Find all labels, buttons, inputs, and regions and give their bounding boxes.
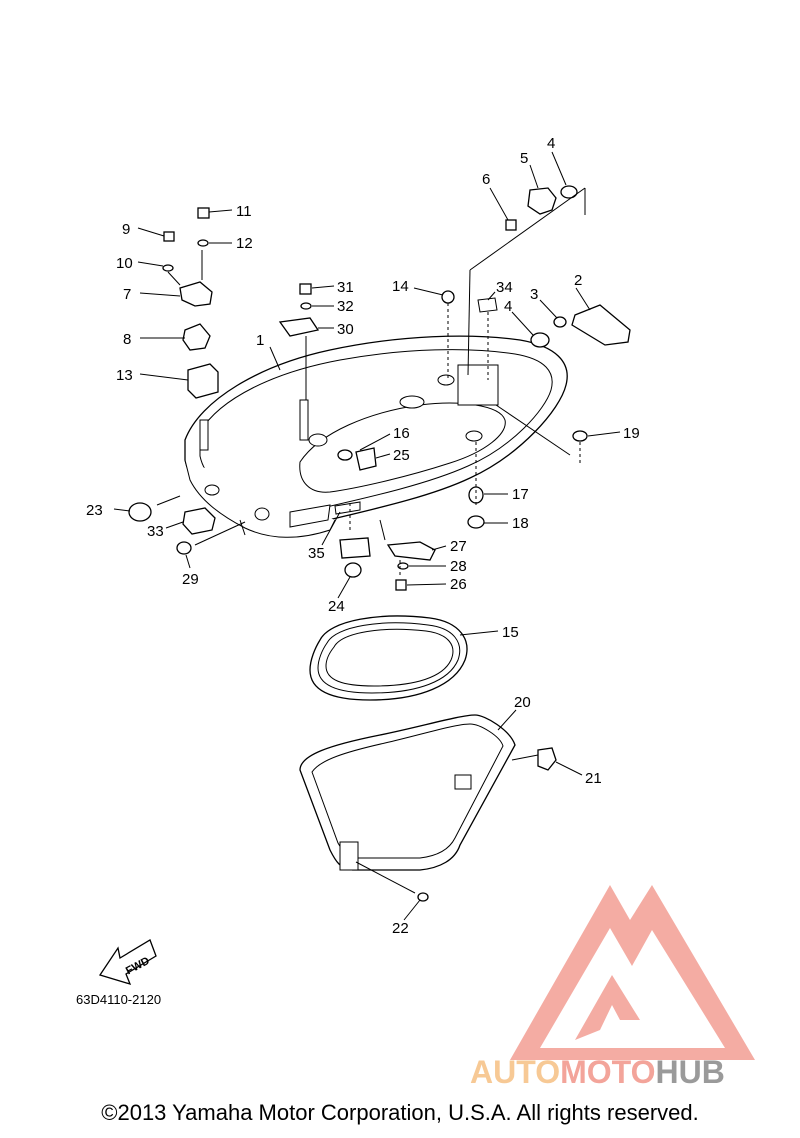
watermark-moto: MOTO — [560, 1054, 656, 1090]
lower-pan — [299, 714, 516, 871]
callout-12: 12 — [236, 235, 253, 252]
callout-4-upper: 4 — [547, 135, 555, 152]
callout-17: 17 — [512, 486, 529, 503]
copyright-notice: ©2013 Yamaha Motor Corporation, U.S.A. A… — [101, 1100, 699, 1125]
callout-32: 32 — [337, 298, 354, 315]
callout-1: 1 — [256, 332, 264, 349]
callout-14: 14 — [392, 278, 409, 295]
callout-9: 9 — [122, 221, 130, 238]
callout-13: 13 — [116, 367, 133, 384]
callout-3: 3 — [530, 286, 538, 303]
callout-10: 10 — [116, 255, 133, 272]
callout-20: 20 — [514, 694, 531, 711]
automotohub-logo-icon — [510, 885, 755, 1060]
callout-24: 24 — [328, 598, 345, 615]
callout-28: 28 — [450, 558, 467, 575]
watermark-auto: AUTO — [470, 1054, 561, 1090]
callout-4-lower: 4 — [504, 298, 512, 315]
fwd-arrow-icon: FWD — [98, 939, 157, 986]
callout-29: 29 — [182, 571, 199, 588]
callout-27: 27 — [450, 538, 467, 555]
callout-8: 8 — [123, 331, 131, 348]
callout-15: 15 — [502, 624, 519, 641]
small-parts — [128, 185, 631, 902]
callout-23: 23 — [86, 502, 103, 519]
callout-35: 35 — [308, 545, 325, 562]
callout-11: 11 — [236, 203, 252, 220]
callout-30: 30 — [337, 321, 354, 338]
callout-labels: 1 2 3 4 4 5 6 7 8 9 10 11 12 13 14 15 16… — [86, 135, 640, 937]
callout-7: 7 — [123, 286, 131, 303]
callout-25: 25 — [393, 447, 410, 464]
callout-21: 21 — [585, 770, 602, 787]
diagram-part-code: 63D4110-2120 — [76, 992, 161, 1007]
callout-2: 2 — [574, 272, 582, 289]
callout-19: 19 — [623, 425, 640, 442]
leader-lines — [113, 151, 621, 921]
callout-31: 31 — [337, 279, 354, 296]
watermark-hub: HUB — [655, 1054, 725, 1090]
callout-5: 5 — [520, 150, 528, 167]
callout-18: 18 — [512, 515, 529, 532]
callout-34: 34 — [496, 279, 513, 296]
callout-22: 22 — [392, 920, 409, 937]
callout-26: 26 — [450, 576, 467, 593]
cowling-seal — [309, 615, 468, 701]
watermark-brand: AUTOMOTOHUB — [470, 1054, 800, 1091]
bottom-cowling — [184, 335, 568, 538]
callout-6: 6 — [482, 171, 490, 188]
callout-16: 16 — [393, 425, 410, 442]
callout-33: 33 — [147, 523, 164, 540]
